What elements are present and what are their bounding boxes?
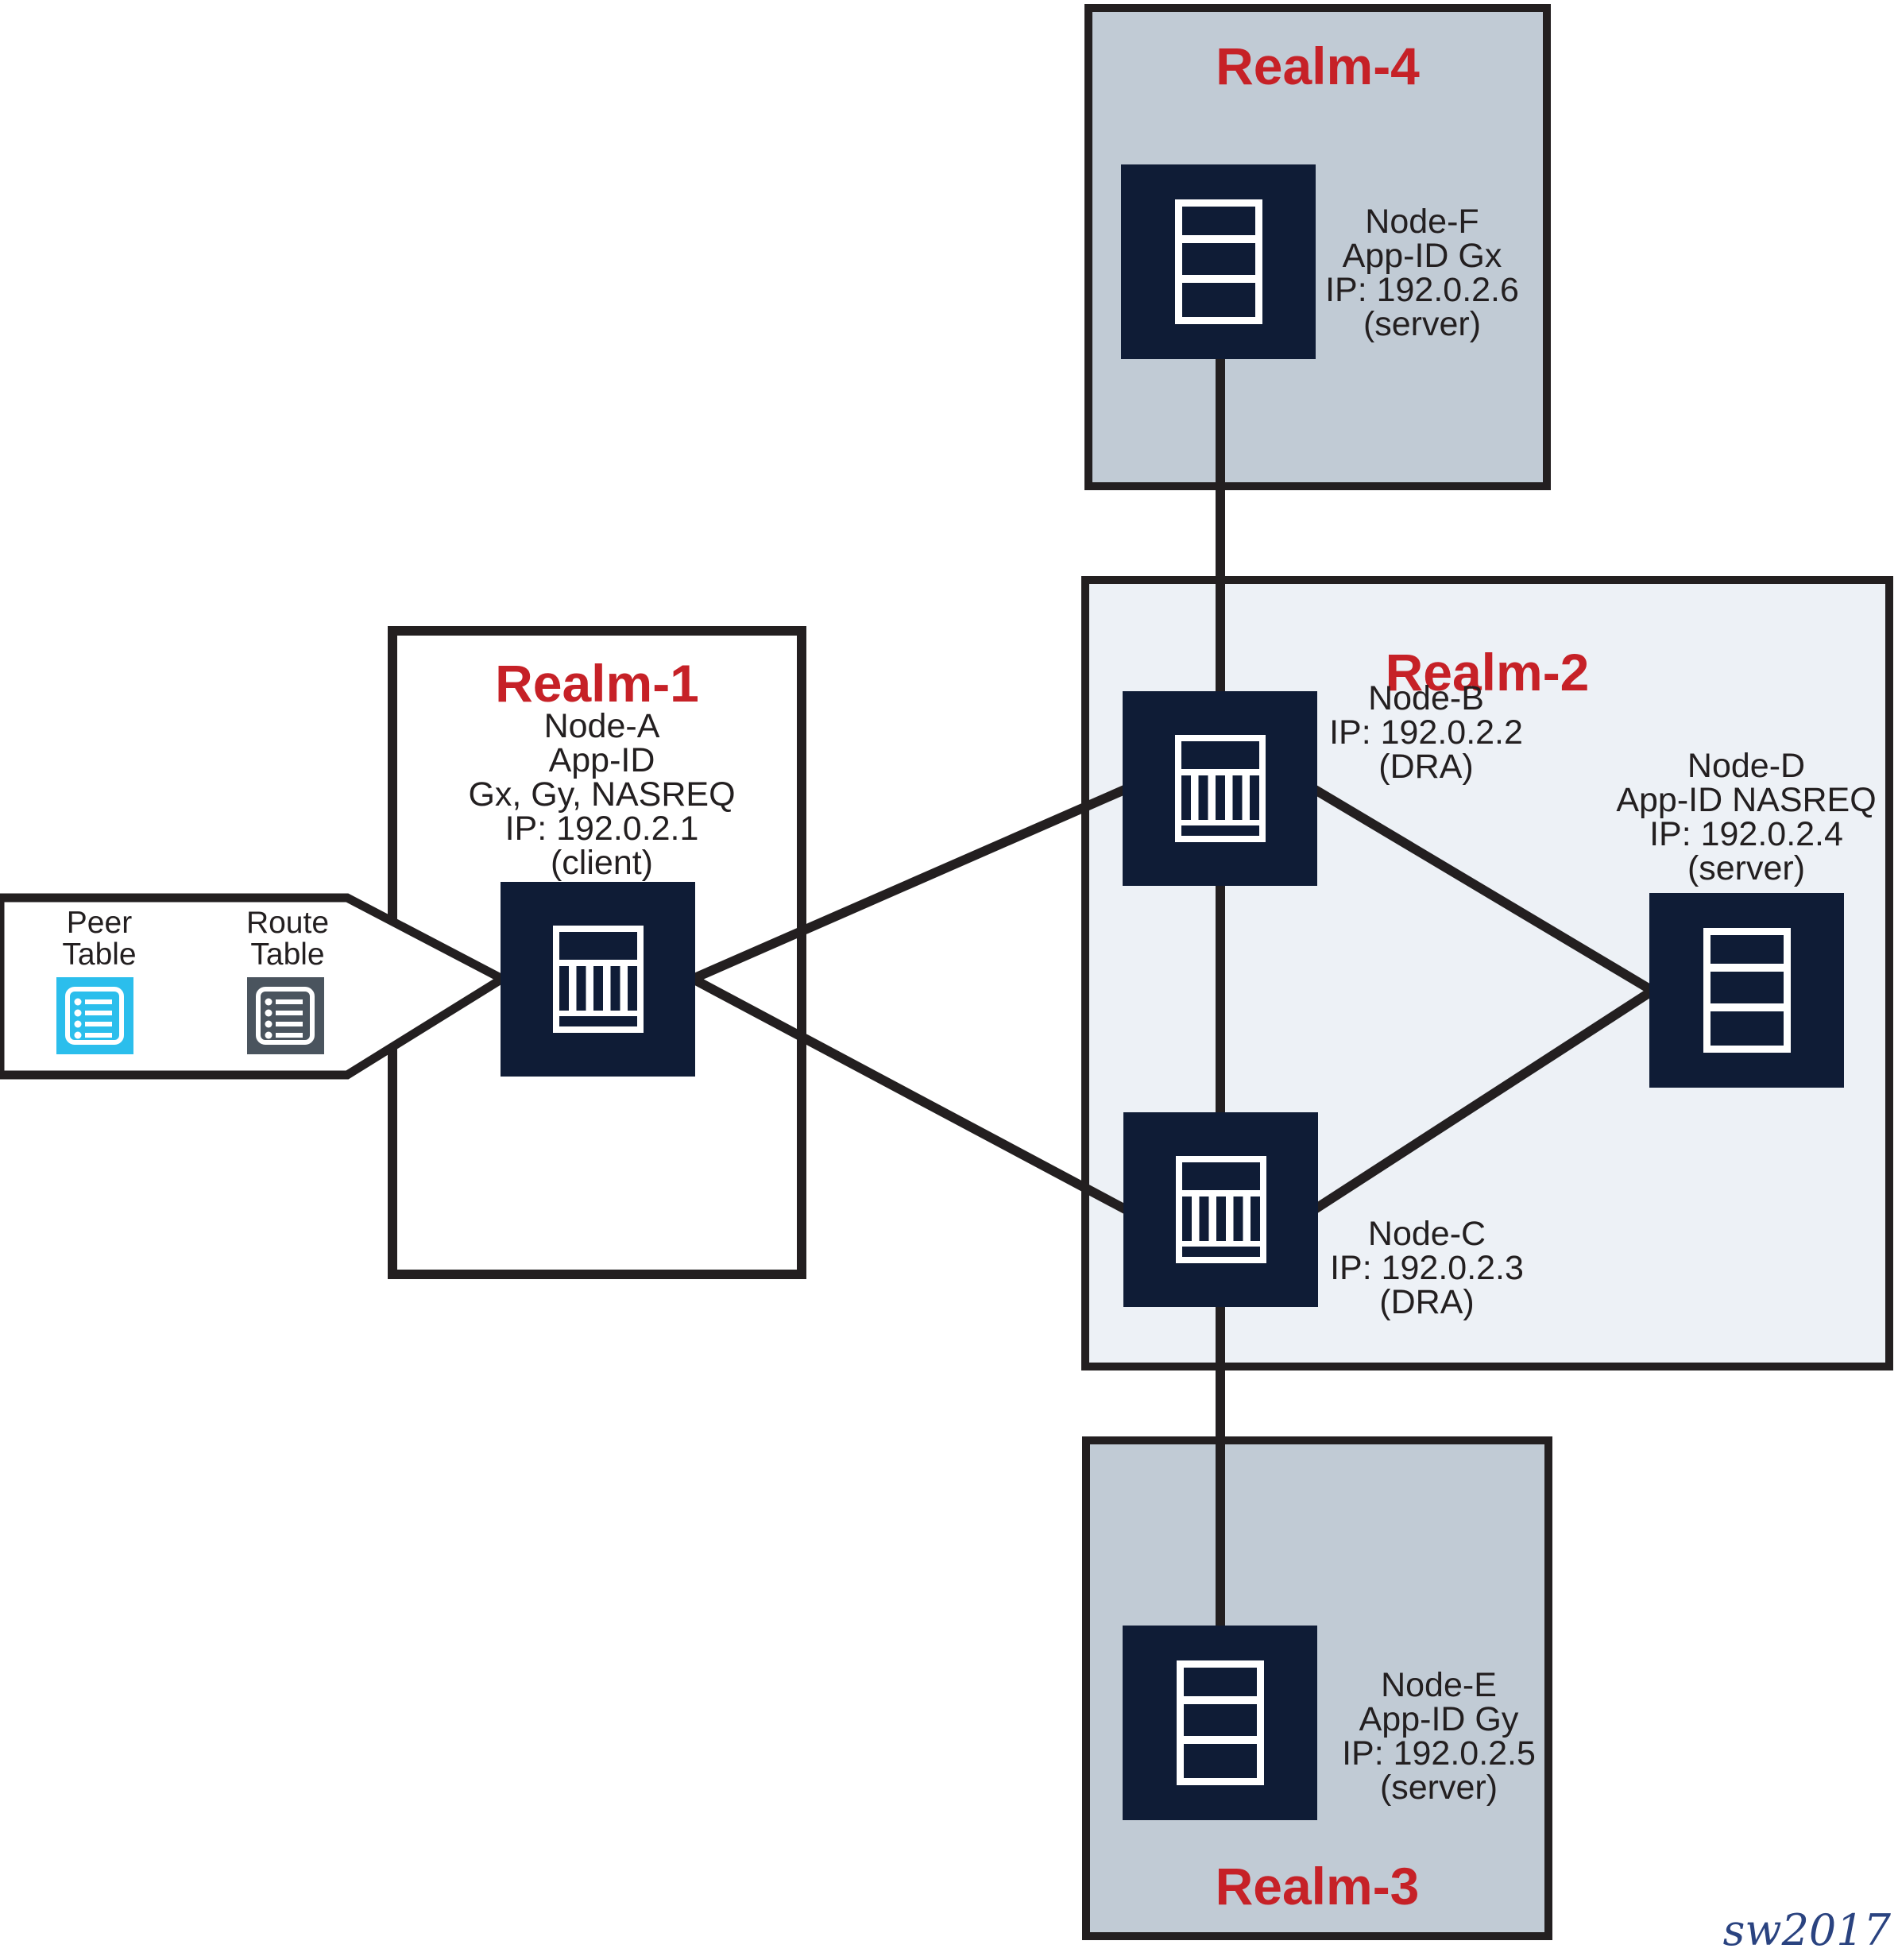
node-b-label-line: (DRA) bbox=[1378, 748, 1474, 786]
server-glyph bbox=[1174, 199, 1262, 324]
node-b-label: Node-B IP: 192.0.2.2 (DRA) bbox=[1307, 682, 1545, 784]
node-a-label-line: IP: 192.0.2.1 bbox=[504, 810, 699, 848]
route-table-label: Route Table bbox=[208, 907, 367, 971]
node-e-icon bbox=[1123, 1626, 1317, 1820]
node-d-icon bbox=[1649, 893, 1844, 1088]
node-c-label: Node-C IP: 192.0.2.3 (DRA) bbox=[1308, 1217, 1546, 1320]
node-d-label: Node-D App-ID NASREQ IP: 192.0.2.4 (serv… bbox=[1607, 749, 1885, 886]
node-c-label-line: (DRA) bbox=[1379, 1283, 1475, 1321]
node-e-label-line: IP: 192.0.2.5 bbox=[1342, 1734, 1536, 1773]
node-d-label-line: IP: 192.0.2.4 bbox=[1649, 815, 1843, 853]
node-a-label-line: Node-A bbox=[543, 707, 660, 745]
node-b-label-line: IP: 192.0.2.2 bbox=[1329, 713, 1523, 752]
node-f-label-line: IP: 192.0.2.6 bbox=[1325, 271, 1519, 309]
node-a-label: Node-A App-ID Gx, Gy, NASREQ IP: 192.0.2… bbox=[397, 709, 806, 880]
node-a-icon bbox=[501, 882, 695, 1077]
node-a-label-line: App-ID bbox=[548, 741, 655, 779]
realm-3-title: Realm-3 bbox=[1215, 1857, 1420, 1916]
peer-table-label: Peer Table bbox=[20, 907, 179, 971]
node-e-label-line: Node-E bbox=[1381, 1666, 1497, 1704]
route-table-icon bbox=[247, 977, 324, 1054]
realm-1-title: Realm-1 bbox=[495, 654, 699, 713]
node-d-label-line: App-ID NASREQ bbox=[1616, 781, 1877, 819]
node-c-label-line: Node-C bbox=[1367, 1215, 1486, 1253]
node-e-label-line: App-ID Gy bbox=[1359, 1700, 1519, 1738]
node-f-label-line: App-ID Gx bbox=[1342, 237, 1502, 275]
peer-table-icon bbox=[56, 977, 133, 1054]
realm-2-title: Realm-2 bbox=[1385, 643, 1590, 702]
node-b-icon bbox=[1123, 691, 1317, 886]
list-glyph bbox=[256, 987, 315, 1045]
node-a-label-line: Gx, Gy, NASREQ bbox=[468, 775, 736, 814]
node-f-icon bbox=[1121, 164, 1316, 359]
server-glyph bbox=[1176, 1660, 1264, 1785]
node-e-label-line: (server) bbox=[1379, 1769, 1498, 1807]
watermark: sw2017 bbox=[1722, 1905, 1891, 1955]
node-c-icon bbox=[1123, 1112, 1318, 1307]
dra-glyph bbox=[552, 926, 644, 1033]
node-a-label-line: (client) bbox=[550, 844, 654, 882]
peer-table-label-line: Table bbox=[62, 937, 137, 972]
node-f-label: Node-F App-ID Gx IP: 192.0.2.6 (server) bbox=[1323, 205, 1521, 342]
node-c-label-line: IP: 192.0.2.3 bbox=[1330, 1249, 1524, 1287]
node-d-label-line: (server) bbox=[1687, 849, 1806, 887]
peer-table-label-line: Peer bbox=[66, 906, 133, 940]
route-table-label-line: Route bbox=[245, 906, 330, 940]
server-glyph bbox=[1703, 928, 1791, 1053]
dra-glyph bbox=[1174, 735, 1266, 842]
route-table-label-line: Table bbox=[250, 937, 325, 972]
node-f-label-line: Node-F bbox=[1365, 203, 1479, 241]
node-e-label: Node-E App-ID Gy IP: 192.0.2.5 (server) bbox=[1320, 1668, 1558, 1805]
list-glyph bbox=[65, 987, 124, 1045]
node-d-label-line: Node-D bbox=[1687, 747, 1806, 785]
node-b-label-line: Node-B bbox=[1368, 679, 1484, 717]
realm-4-title: Realm-4 bbox=[1216, 37, 1420, 95]
dra-glyph bbox=[1175, 1156, 1266, 1263]
node-f-label-line: (server) bbox=[1363, 305, 1482, 343]
